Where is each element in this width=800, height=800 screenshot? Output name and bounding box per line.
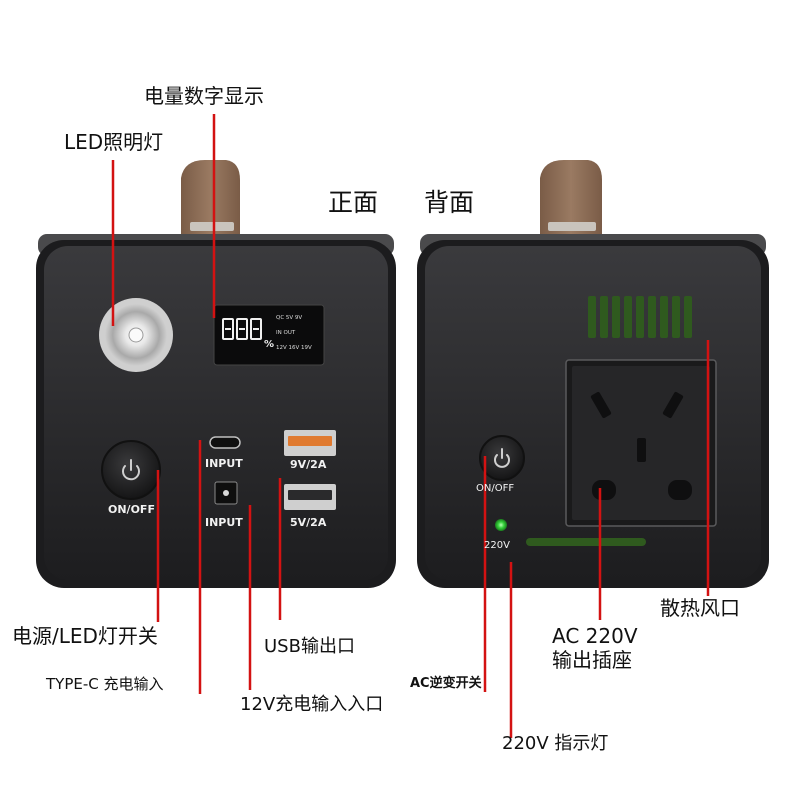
dc-input-label: INPUT	[205, 516, 243, 529]
callout-power-switch: 电源/LED灯开关	[12, 624, 158, 648]
callout-vent: 散热风口	[660, 596, 740, 620]
lcd-row-1: QC 5V 9V	[276, 315, 303, 321]
lcd-display	[213, 304, 325, 366]
callout-display: 电量数字显示	[144, 84, 264, 108]
usb-qc-port-tongue	[288, 436, 332, 446]
usb-std-port-tongue	[288, 490, 332, 500]
lcd-row-3: 12V 16V 19V	[276, 345, 312, 351]
indicator-label: 220V	[484, 540, 510, 551]
usb-std-label: 5V/2A	[290, 516, 327, 529]
front-switch-label: ON/OFF	[108, 503, 155, 516]
callout-type-c-input: TYPE-C 充电输入	[46, 675, 164, 693]
callout-ac-switch: AC逆变开关	[410, 676, 482, 691]
dc-input-pin	[223, 490, 229, 496]
lcd-digit-2	[236, 318, 248, 340]
power-icon	[122, 459, 140, 481]
back-strap-buckle	[548, 222, 596, 231]
ac-outlet-socket[interactable]	[590, 391, 692, 500]
lcd-digit-1	[222, 318, 234, 340]
back-view-title: 背面	[424, 188, 475, 217]
front-panel	[44, 246, 388, 580]
usb-qc-label: 9V/2A	[290, 458, 327, 471]
callout-ac-outlet-line1: AC 220V	[552, 624, 638, 648]
back-switch-label: ON/OFF	[476, 483, 515, 494]
front-view-title: 正面	[328, 188, 379, 217]
callout-led-light: LED照明灯	[64, 130, 164, 154]
callout-ac-outlet-line2: 输出插座	[552, 648, 632, 672]
lcd-percent: %	[264, 339, 275, 350]
lcd-digit-3	[250, 318, 262, 340]
back-handle-strap	[540, 160, 602, 242]
callout-dc-input: 12V充电输入入口	[240, 694, 384, 715]
front-unit	[36, 160, 396, 588]
front-handle-strap	[181, 160, 240, 242]
power-icon	[494, 448, 510, 468]
front-strap-buckle	[190, 222, 234, 231]
back-unit	[417, 160, 769, 588]
type-c-port[interactable]	[209, 436, 241, 449]
callout-indicator: 220V 指示灯	[502, 733, 609, 754]
lcd-row-2: IN OUT	[276, 330, 296, 336]
type-c-label: INPUT	[205, 457, 243, 470]
vent-grille	[588, 296, 692, 338]
leader-lines	[111, 114, 710, 738]
ac-outlet-indicator-strip	[526, 538, 646, 546]
indicator-led	[495, 519, 507, 531]
led-lamp-core	[128, 327, 144, 343]
callout-usb-output: USB输出口	[264, 636, 355, 657]
